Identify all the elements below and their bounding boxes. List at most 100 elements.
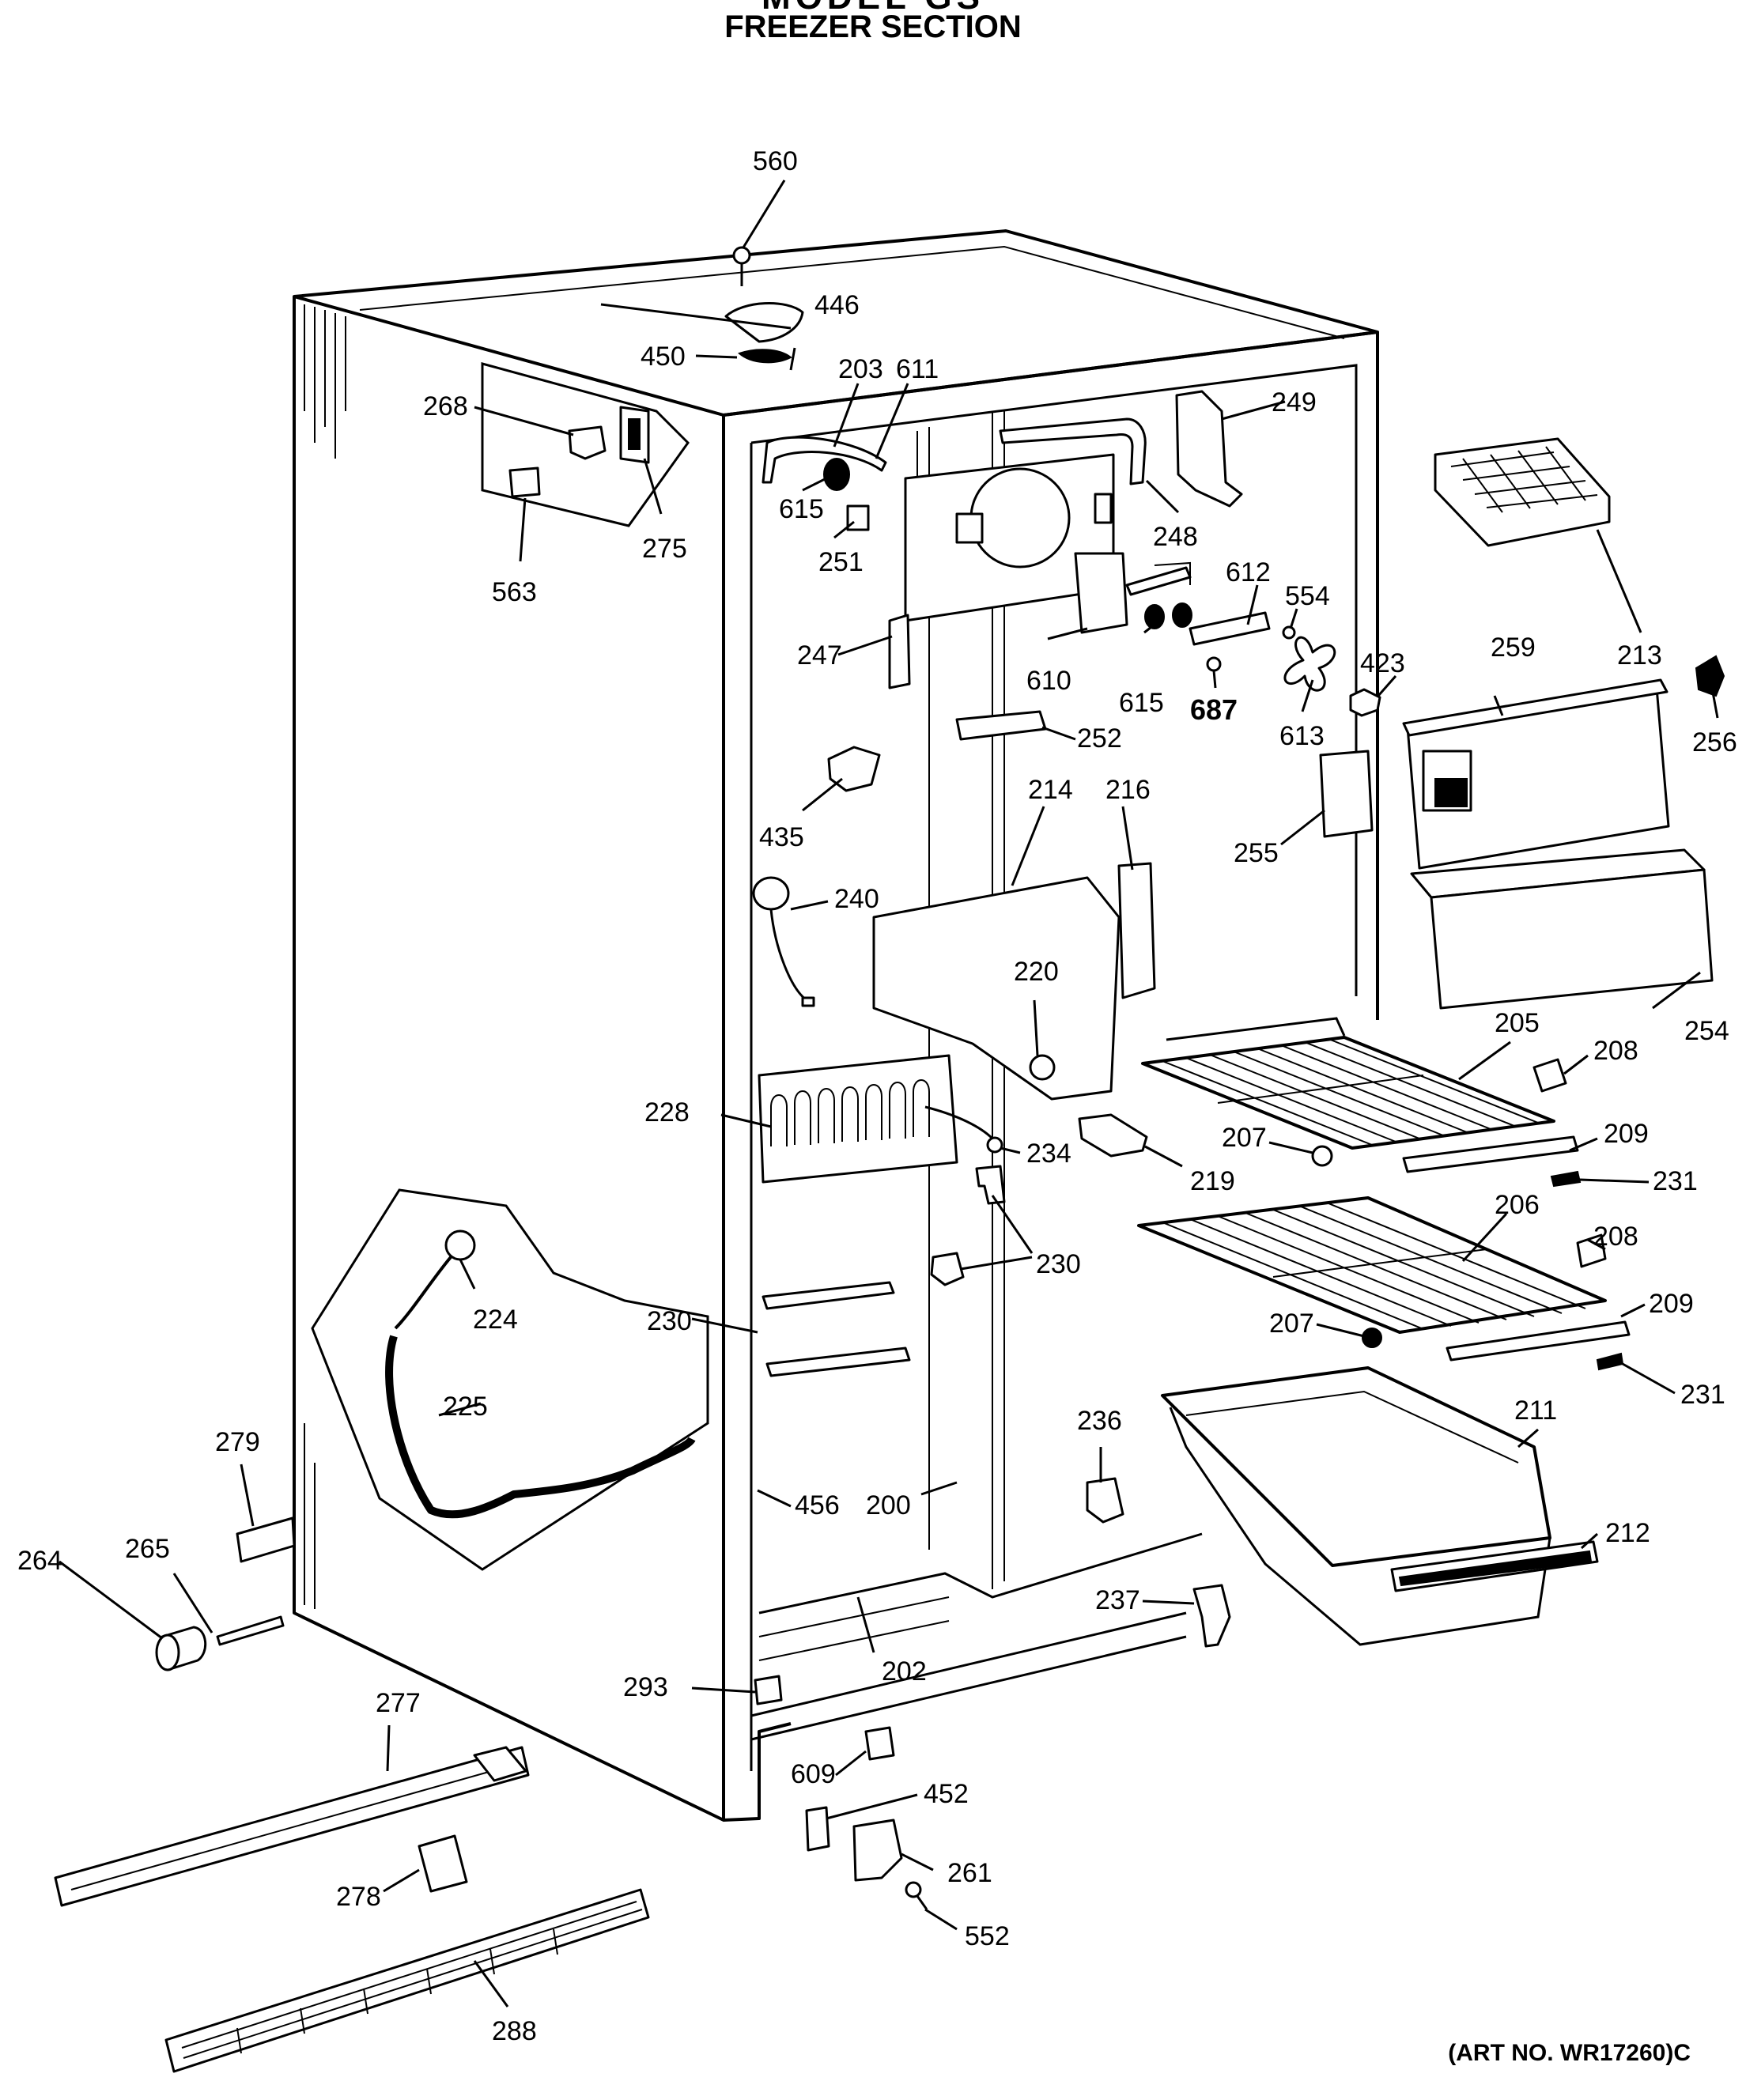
label-216: 216	[1105, 775, 1151, 805]
label-230-right: 230	[1036, 1249, 1081, 1279]
label-231-upper: 231	[1653, 1166, 1698, 1196]
leader-lines	[59, 179, 1719, 2007]
rail-230	[762, 1281, 911, 1377]
basket-211	[1161, 1366, 1599, 1646]
label-615-lower: 615	[1119, 688, 1164, 718]
bracket-279	[236, 1516, 296, 1563]
model-title: MODEL GS	[0, 0, 1746, 17]
label-609: 609	[791, 1759, 836, 1789]
label-247: 247	[797, 640, 842, 670]
label-256: 256	[1692, 727, 1737, 757]
fan-motor-610	[1074, 552, 1192, 634]
shelf-206	[1137, 1196, 1607, 1334]
label-435: 435	[759, 822, 804, 852]
label-214: 214	[1028, 775, 1073, 805]
art-number: (ART NO. WR17260)C	[1448, 2040, 1691, 2066]
cover-249	[1175, 390, 1243, 508]
cord-224-225	[311, 1188, 709, 1571]
label-265: 265	[125, 1534, 170, 1564]
label-563: 563	[492, 577, 537, 607]
duct-248	[999, 417, 1147, 485]
label-230-left: 230	[647, 1306, 692, 1336]
label-251: 251	[818, 547, 864, 577]
label-220: 220	[1014, 957, 1059, 987]
label-293: 293	[623, 1672, 668, 1702]
part-219	[1078, 1113, 1148, 1158]
label-234: 234	[1026, 1139, 1071, 1169]
label-209-upper: 209	[1604, 1119, 1649, 1149]
label-240: 240	[834, 884, 879, 914]
label-277: 277	[376, 1688, 421, 1718]
trim-216	[1117, 862, 1156, 999]
label-560: 560	[753, 146, 798, 176]
clip-256	[1695, 655, 1725, 697]
label-279: 279	[215, 1427, 260, 1457]
label-452: 452	[924, 1779, 969, 1809]
label-611: 611	[896, 354, 939, 384]
label-237: 237	[1095, 1585, 1140, 1615]
rail-277	[54, 1746, 530, 1907]
grille-288	[164, 1888, 650, 2073]
label-249: 249	[1272, 387, 1317, 417]
label-202: 202	[882, 1656, 927, 1686]
label-225: 225	[443, 1392, 488, 1422]
label-205: 205	[1495, 1008, 1540, 1038]
clip-230-lower	[930, 1252, 965, 1286]
label-259: 259	[1491, 633, 1536, 663]
label-423: 423	[1360, 648, 1405, 678]
label-213: 213	[1617, 640, 1662, 670]
label-212: 212	[1605, 1518, 1650, 1548]
label-687: 687	[1190, 693, 1238, 726]
label-612: 612	[1226, 557, 1271, 587]
label-207-upper: 207	[1222, 1123, 1267, 1153]
label-254: 254	[1684, 1016, 1729, 1046]
label-275: 275	[642, 534, 687, 564]
evaporator-cover-214	[872, 876, 1121, 1101]
part-278	[418, 1834, 468, 1893]
grill-252	[955, 710, 1047, 741]
label-268: 268	[423, 391, 468, 421]
label-203: 203	[838, 354, 883, 384]
label-252: 252	[1077, 723, 1122, 754]
label-248: 248	[1153, 522, 1198, 552]
label-264: 264	[17, 1546, 62, 1576]
clip-230-upper	[975, 1165, 1006, 1205]
label-552: 552	[965, 1921, 1010, 1951]
gasket-255	[1319, 750, 1374, 838]
label-278: 278	[336, 1882, 381, 1912]
label-554: 554	[1285, 581, 1330, 611]
side-control-area	[481, 362, 690, 527]
bottom-hardware	[754, 1675, 928, 1910]
heater-240	[752, 876, 815, 1007]
evaporator-228	[758, 1054, 1003, 1184]
label-261: 261	[947, 1858, 992, 1888]
label-208-lower: 208	[1593, 1222, 1638, 1252]
hinge-237	[1192, 1584, 1231, 1648]
ice-bin-259-254	[1402, 678, 1714, 1010]
label-456: 456	[795, 1490, 840, 1520]
fan-housing-247	[888, 453, 1115, 689]
label-224: 224	[473, 1305, 518, 1335]
label-236: 236	[1077, 1406, 1122, 1436]
section-title: FREEZER SECTION	[724, 9, 1022, 44]
label-211: 211	[1514, 1396, 1557, 1426]
label-288: 288	[492, 2016, 537, 2046]
roller-264-265	[155, 1615, 285, 1671]
top-parts	[724, 246, 804, 371]
label-200: 200	[866, 1490, 911, 1520]
label-207-lower: 207	[1269, 1309, 1314, 1339]
ice-tray-213	[1434, 437, 1611, 547]
shelf-hardware	[1311, 1058, 1631, 1371]
label-208-upper: 208	[1593, 1036, 1638, 1066]
label-228: 228	[644, 1097, 690, 1127]
label-610: 610	[1026, 666, 1071, 696]
label-613: 613	[1279, 721, 1325, 751]
label-219: 219	[1190, 1166, 1235, 1196]
shelf-205	[1141, 1017, 1555, 1150]
label-446: 446	[814, 290, 860, 320]
hinge-236	[1086, 1477, 1124, 1524]
label-615-upper: 615	[779, 494, 824, 524]
label-206: 206	[1495, 1190, 1540, 1220]
label-209-lower: 209	[1649, 1289, 1694, 1319]
